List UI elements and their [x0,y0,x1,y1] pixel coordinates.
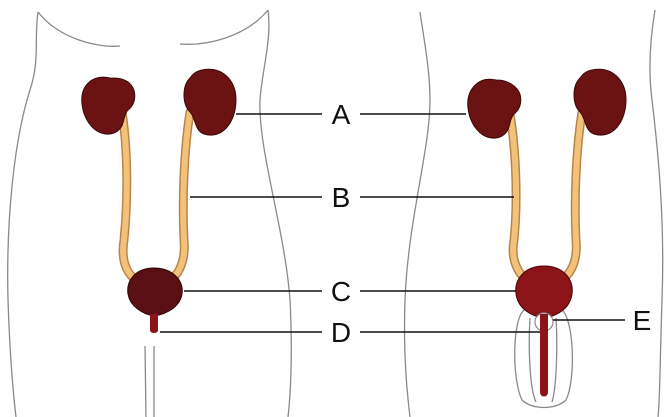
female-body-outline-left [8,12,38,417]
male-body-outline-left [405,12,430,417]
label-a: A [332,99,351,130]
bladder-icon [128,268,182,316]
male-genital-outline-inner [529,318,536,402]
female-shoulder-curve-right [180,10,268,44]
male-urethra [540,314,548,397]
female-shoulder-curve-left [38,12,120,46]
male-genital-outline-base [522,400,566,408]
label-e: E [633,305,652,336]
label-c: C [331,276,351,307]
male-figure [405,10,663,417]
bladder-icon [516,266,573,318]
female-leg-line-left [145,346,146,417]
male-body-outline-right [650,10,663,417]
female-urethra [150,314,158,333]
female-body-outline-right [260,10,291,417]
male-genital-outline-right [562,310,572,400]
male-genital-outline-left [515,310,524,400]
female-figure [8,10,292,417]
label-b: B [332,182,351,213]
label-d: D [331,317,351,348]
male-genital-outline-inner-right [552,318,557,402]
